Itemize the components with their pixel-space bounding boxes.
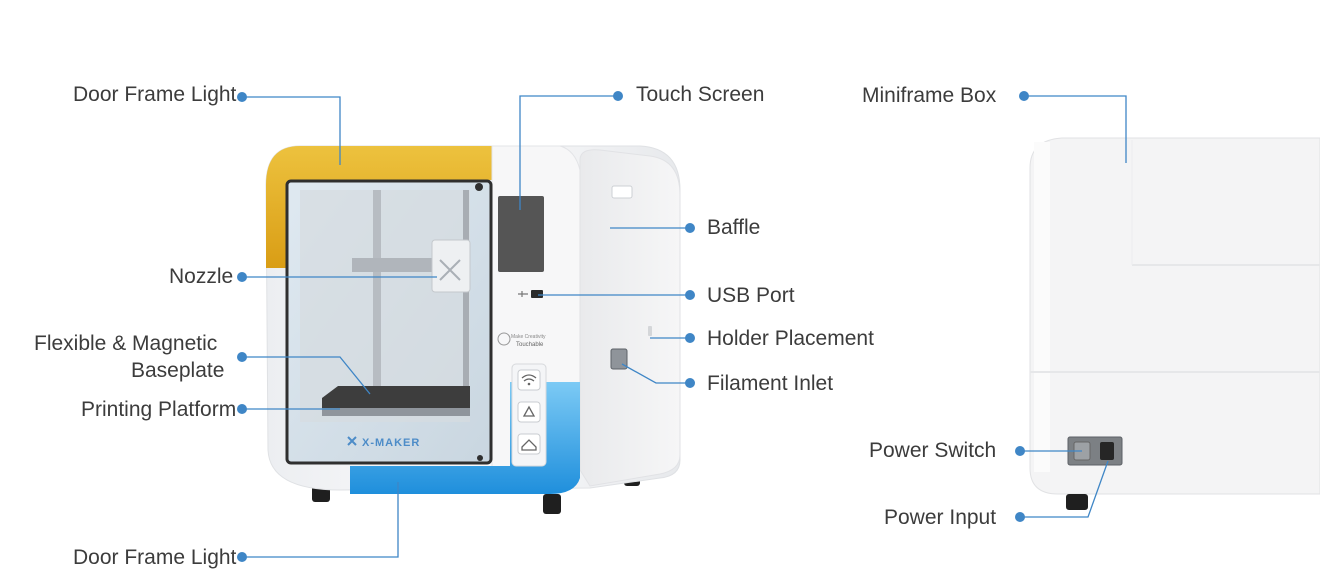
dot-filament-inlet [685,378,695,388]
miniframe-highlight [1034,142,1050,472]
side-slot [611,185,633,199]
brand-logo: X-MAKER [362,437,420,449]
label-filament-inlet: Filament Inlet [707,372,834,395]
home-icon[interactable] [517,433,541,455]
usb-icon [518,291,528,297]
print-platform [322,408,470,416]
label-touch-screen: Touch Screen [636,83,765,106]
label-power-switch: Power Switch [869,439,997,462]
label-baffle: Baffle [707,216,761,239]
label-miniframe-box: Miniframe Box [862,84,997,107]
callout-dots [237,91,1029,562]
recycle-icon[interactable] [517,401,541,423]
dot-touch-screen [613,91,623,101]
dot-door-frame-light-top [237,92,247,102]
callouts [242,95,1127,558]
callout-door-frame-light-top [242,96,341,165]
callout-touch-screen [519,95,618,210]
label-holder-placement: Holder Placement [707,327,874,350]
callout-baseplate [242,356,371,395]
dot-nozzle [237,272,247,282]
callout-power-input [1020,460,1109,518]
z-rail [373,190,381,390]
dot-holder-placement [685,333,695,343]
dot-baseplate [237,352,247,362]
build-chamber [300,190,470,422]
dot-baffle [685,223,695,233]
door-latch [477,455,483,461]
door-hinge [475,183,483,191]
usb-port[interactable] [531,290,543,298]
dot-printing-platform [237,404,247,414]
printer-foot-center [543,494,561,514]
dot-usb-port [685,290,695,300]
dot-power-input [1015,512,1025,522]
label-usb-port: USB Port [707,284,795,307]
print-head-pattern [439,259,461,281]
sticker-line1: Make Creativity [511,334,546,340]
power-input[interactable] [1100,442,1114,460]
label-printing-platform: Printing Platform [81,398,237,421]
sticker-icon [497,332,511,346]
x-gantry [352,258,436,272]
label-power-input: Power Input [884,506,997,529]
dot-door-frame-light-bottom [237,552,247,562]
miniframe-box [1029,137,1320,510]
label-baseplate-line2: Baseplate [131,359,225,382]
callout-miniframe-box [1024,95,1127,163]
dot-miniframe-box [1019,91,1029,101]
sticker-line2: Touchable [516,342,544,348]
label-door-frame-light-top: Door Frame Light [73,83,237,106]
wifi-icon[interactable] [517,369,541,391]
print-head [431,239,471,293]
door-frame-light-top [266,146,492,268]
printer-front: X-MAKER Make Creativity Touchable [265,145,681,514]
callout-door-frame-light-bottom [242,482,399,558]
label-baseplate-line1: Flexible & Magnetic [34,332,218,355]
holder-placement-slot [648,326,652,336]
printer-side [579,149,681,487]
touch-screen[interactable] [498,196,544,272]
label-door-frame-light-bottom: Door Frame Light [73,546,237,569]
dot-power-switch [1015,446,1025,456]
brand-mark-icon [347,436,357,446]
miniframe-foot [1066,494,1088,510]
callout-filament-inlet [621,363,690,384]
label-nozzle: Nozzle [169,265,234,288]
print-bed [322,386,470,410]
